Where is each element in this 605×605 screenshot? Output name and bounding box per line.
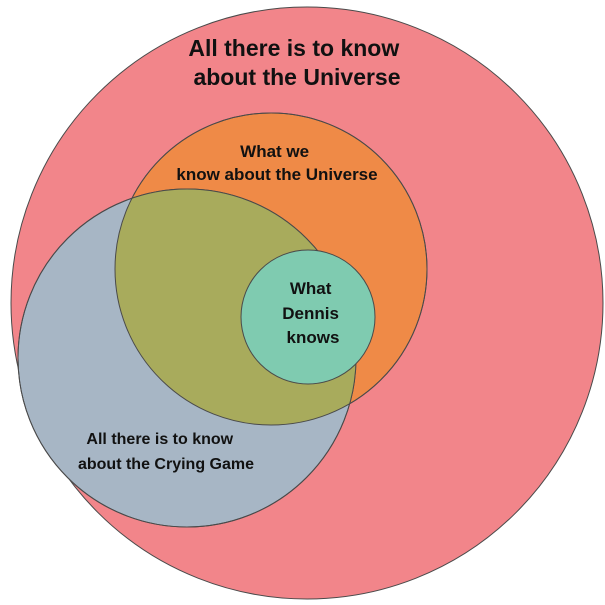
dennis-circle bbox=[240, 249, 376, 385]
crying-game-label-line1: All there is to know bbox=[86, 431, 233, 448]
known-universe-label-line1: What we bbox=[240, 142, 309, 161]
universe-label-line1: All there is to know bbox=[188, 35, 399, 61]
dennis-label-line2: Dennis bbox=[282, 304, 339, 323]
universe-label-line2: about the Universe bbox=[193, 64, 400, 90]
dennis-label-line1: What bbox=[290, 279, 332, 298]
known-universe-outline bbox=[114, 112, 428, 426]
crying-game-label: All there is to know about the Crying Ga… bbox=[78, 431, 254, 473]
known-universe-label-line2: know about the Universe bbox=[176, 165, 377, 184]
universe-label: All there is to know about the Universe bbox=[188, 35, 405, 90]
known-universe-label: What we know about the Universe bbox=[176, 142, 377, 184]
dennis-label: What Dennis knows bbox=[282, 279, 343, 347]
crying-game-label-line2: about the Crying Game bbox=[78, 456, 254, 473]
dennis-label-line3: knows bbox=[287, 328, 340, 347]
